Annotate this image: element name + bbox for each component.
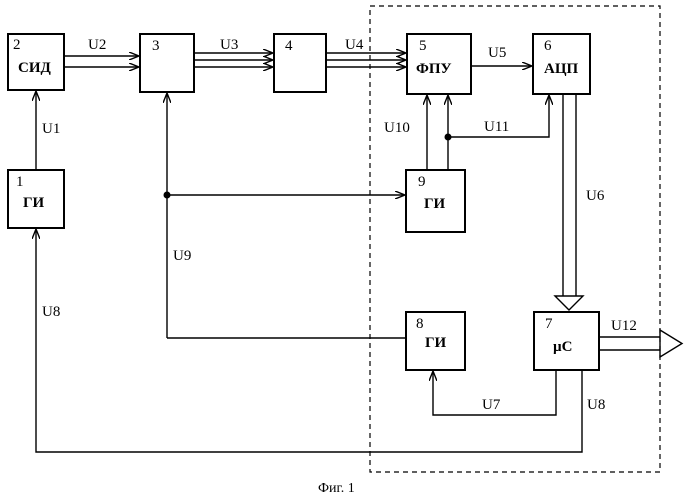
- block-1-number: 1: [16, 174, 24, 190]
- signal-label-u11: U11: [484, 119, 509, 135]
- block-7-label: µС: [553, 339, 572, 355]
- bus-u12: [599, 330, 682, 357]
- signal-label-u9: U9: [173, 248, 191, 264]
- block-4: 4: [274, 34, 326, 92]
- block-3: 3: [140, 34, 194, 92]
- block-2-number: 2: [13, 37, 21, 53]
- figure-caption: Фиг. 1: [318, 481, 355, 496]
- signal-label-u12: U12: [611, 318, 637, 334]
- block-9-label: ГИ: [424, 196, 446, 212]
- block-3-number: 3: [152, 38, 160, 54]
- block-7-number: 7: [545, 316, 553, 332]
- arrow-u4: [326, 53, 405, 67]
- block-5-number: 5: [419, 38, 427, 54]
- block-8-number: 8: [416, 316, 424, 332]
- signal-label-u3: U3: [220, 37, 238, 53]
- wire-u8: [36, 230, 582, 452]
- block-7-mc: 7 µС: [534, 312, 599, 370]
- block-2-sid: 2 СИД: [8, 34, 64, 90]
- signal-label-u4: U4: [345, 37, 364, 53]
- block-9-gi: 9 ГИ: [406, 170, 465, 232]
- signal-label-u5: U5: [488, 45, 506, 61]
- signal-label-u1: U1: [42, 121, 60, 137]
- block-2-label: СИД: [18, 60, 52, 76]
- block-6-label: АЦП: [544, 61, 579, 77]
- arrow-u2: [64, 56, 138, 67]
- signal-label-u10: U10: [384, 120, 410, 136]
- block-8-label: ГИ: [425, 335, 447, 351]
- bus-u6: [555, 94, 583, 310]
- signal-label-u8-left: U8: [42, 304, 60, 320]
- block-6-acp: 6 АЦП: [533, 34, 590, 94]
- signal-label-u6: U6: [586, 188, 605, 204]
- arrow-u3: [194, 53, 272, 67]
- signal-label-u8-right: U8: [587, 397, 605, 413]
- block-5-label: ФПУ: [416, 61, 452, 77]
- signal-label-u2: U2: [88, 37, 106, 53]
- block-6-number: 6: [544, 38, 552, 54]
- block-8-gi: 8 ГИ: [406, 312, 465, 370]
- block-4-number: 4: [285, 38, 293, 54]
- block-5-fpu: 5 ФПУ: [407, 34, 471, 94]
- block-9-number: 9: [418, 174, 426, 190]
- signal-label-u7: U7: [482, 397, 501, 413]
- block-1-label: ГИ: [23, 195, 45, 211]
- block-1-gi: 1 ГИ: [8, 170, 64, 228]
